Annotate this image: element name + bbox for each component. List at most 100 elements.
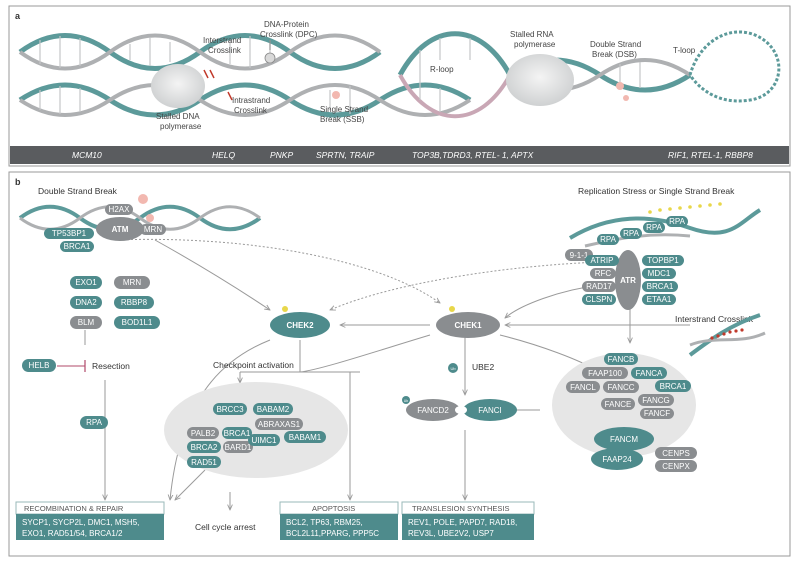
ssb-label-1: Single Strand [320, 105, 368, 114]
gene-bar-rif1: RIF1, RTEL-1, RBBP8 [668, 150, 753, 160]
dna-helix-panel-a [18, 30, 781, 119]
rs-title: Replication Stress or Single Strand Brea… [578, 186, 735, 196]
recombination-title: RECOMBINATION & REPAIR [24, 504, 124, 513]
ub-icon-1 [448, 363, 458, 373]
gene-bar-top3b: TOP3B,TDRD3, RTEL- 1, APTX [412, 150, 534, 160]
atr-label: ATR [620, 276, 636, 285]
interstrand-crosslink-label-1: Interstrand [203, 36, 241, 45]
tls-box: TRANSLESION SYNTHESIS REV1, POLE, PAPD7,… [401, 501, 535, 540]
topbp1-label: TOPBP1 [647, 256, 679, 265]
dsb-label-1: Double Strand [590, 40, 641, 49]
cenps-node [655, 447, 697, 459]
recombination-line-1: SYCP1, SYCP2L, DMC1, MSH5, [22, 518, 139, 527]
brca1-atr-node [642, 281, 678, 292]
babam2-label: BABAM2 [257, 405, 290, 414]
brca2-label: BRCA2 [191, 443, 218, 452]
brca-complex-area [164, 382, 348, 478]
palb2-node [187, 427, 219, 439]
fancb-label: FANCB [608, 355, 635, 364]
uimc1-label: UIMC1 [252, 436, 277, 445]
babam1-label: BABAM1 [289, 433, 322, 442]
rpa-atr-4-label: RPA [669, 217, 686, 226]
brcc3-node [213, 403, 247, 415]
rpa-atr-4-node [666, 216, 688, 227]
rfc-label: RFC [595, 269, 612, 278]
atr-node [615, 250, 641, 310]
atrip-label: ATRIP [591, 256, 614, 265]
cell-cycle-arrest-label: Cell cycle arrest [195, 522, 256, 532]
rbbp8-node [114, 296, 154, 309]
chek1-node [436, 312, 500, 338]
exo1-label: EXO1 [75, 278, 97, 287]
fancm-label: FANCM [610, 435, 638, 444]
ssb-label-2: Break (SSB) [320, 115, 365, 124]
faap24-label: FAAP24 [602, 455, 632, 464]
chek2-label: CHEK2 [286, 321, 314, 330]
intrastrand-label-2: Crosslink [234, 106, 268, 115]
bod1l1-label: BOD1L1 [122, 318, 153, 327]
faap24-node [591, 448, 643, 470]
fancc-node [603, 381, 639, 393]
panel-a-annotations: Interstrand Crosslink DNA-Protein Crossl… [156, 20, 696, 131]
clspn-node [582, 294, 616, 305]
stalled-dna-label-2: polymerase [160, 122, 202, 131]
atm-label: ATM [112, 225, 129, 234]
clspn-label: CLSPN [586, 295, 613, 304]
panel-b-label: b [15, 177, 21, 187]
ube2-label: UBE2 [472, 362, 494, 372]
apoptosis-line-1: BCL2, TP63, RBM25, [286, 518, 363, 527]
rpa-atr-1-label: RPA [600, 235, 617, 244]
fancd2-node [406, 399, 460, 421]
dsb-label-2: Break (DSB) [592, 50, 637, 59]
bard1-node [223, 441, 253, 453]
tp53bp1-node [44, 228, 94, 239]
mdc1-node [642, 268, 676, 279]
brca1-fanc-label: BRCA1 [660, 382, 687, 391]
rad51-label: RAD51 [191, 458, 217, 467]
rpa-atr-1-node [597, 234, 619, 245]
t-loop-label: T-loop [673, 46, 696, 55]
stalled-rna-label-1: Stalled RNA [510, 30, 554, 39]
fancd2-label: FANCD2 [417, 406, 449, 415]
fancb-node [604, 353, 638, 365]
dsb-title: Double Strand Break [38, 186, 118, 196]
dna2-node [70, 296, 102, 309]
brca1-atr-label: BRCA1 [647, 282, 674, 291]
faap100-node [582, 367, 628, 379]
babam2-node [253, 403, 293, 415]
brca1-cluster-node [222, 427, 252, 439]
tp53bp1-label: TP53BP1 [52, 229, 87, 238]
mrn-node [114, 276, 150, 289]
fancm-node [594, 427, 654, 451]
rfc-node [590, 268, 616, 279]
panel-a-label: a [15, 11, 21, 21]
gene-bar-pnkp: PNKP [270, 150, 293, 160]
tls-title: TRANSLESION SYNTHESIS [412, 504, 510, 513]
fancf-label: FANCF [644, 409, 670, 418]
checkpoint-activation-label: Checkpoint activation [213, 360, 294, 370]
fance-node [601, 398, 635, 410]
replication-stress-helix [568, 202, 762, 248]
topbp1-node [642, 255, 684, 266]
r-loop-label: R-loop [430, 65, 454, 74]
fancl-node [566, 381, 600, 393]
stalled-dna-label-1: Stalled DNA [156, 112, 200, 121]
dsb-helix [18, 194, 262, 232]
rpa-atr-3-label: RPA [646, 223, 663, 232]
interstrand-crosslink-label-2: Crosslink [208, 46, 242, 55]
fanci-node [463, 399, 517, 421]
rpa-atr-2-node [620, 228, 642, 239]
bard1-label: BARD1 [225, 443, 252, 452]
ub-label-1: Ub [450, 366, 456, 371]
bod1l1-node [114, 316, 160, 329]
tls-line-2: REV3L, UBE2V2, USP7 [408, 529, 494, 538]
rbbp8-label: RBBP8 [121, 298, 148, 307]
dna2-label: DNA2 [75, 298, 97, 307]
brca1-dsb-node [60, 241, 94, 252]
palb2-label: PALB2 [191, 429, 216, 438]
fance-label: FANCE [605, 400, 632, 409]
tls-line-1: REV1, POLE, PAPD7, RAD18, [408, 518, 517, 527]
fanci-label: FANCI [478, 406, 502, 415]
helb-label: HELB [29, 361, 50, 370]
resection-label: Resection [92, 361, 130, 371]
